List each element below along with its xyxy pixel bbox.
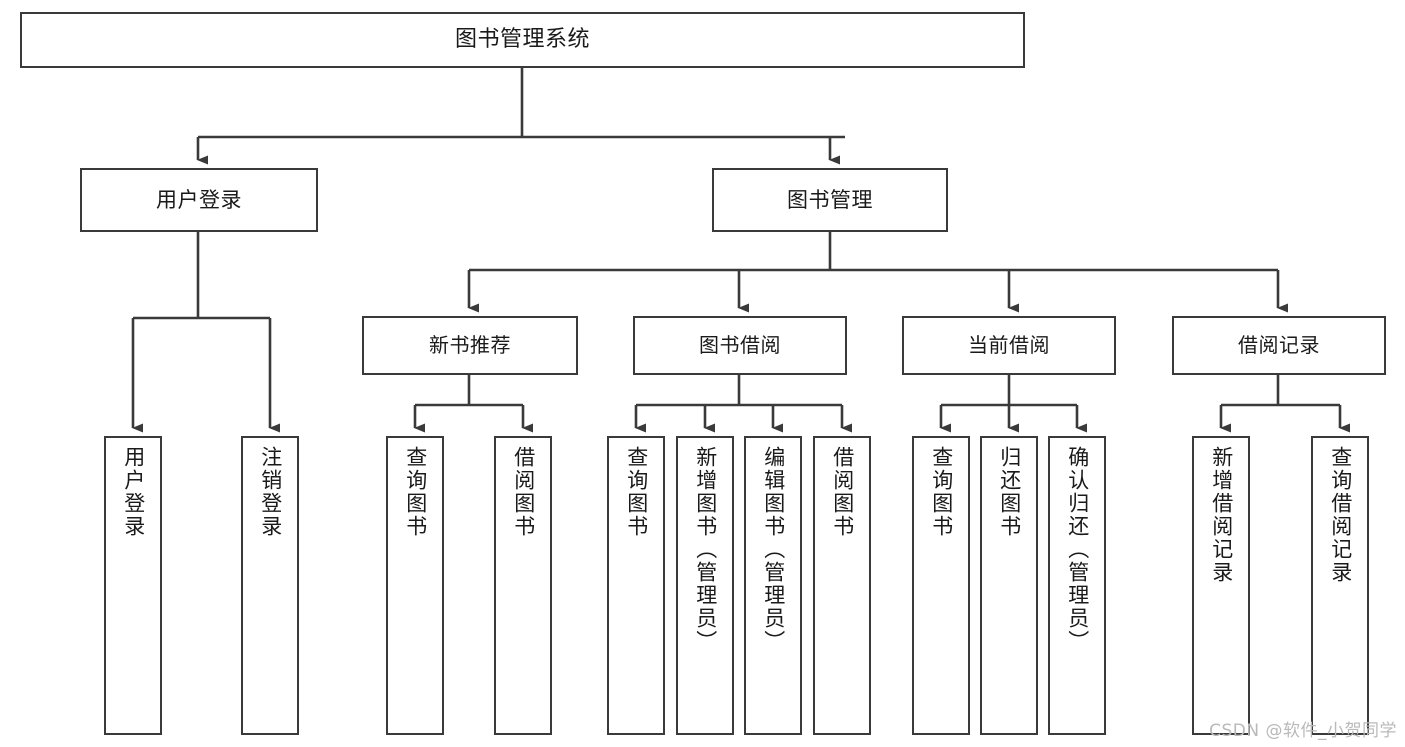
node-book-management-system[interactable]: 图书管理系统 [20, 12, 1025, 68]
node-label: 新增借阅记录 [1209, 446, 1234, 584]
node-user-login[interactable]: 用户登录 [80, 168, 318, 232]
node-label: 当前借阅 [968, 332, 1050, 357]
leaf-query-books-current[interactable]: 查询图书 [912, 436, 970, 735]
leaf-query-books-recommend[interactable]: 查询图书 [386, 436, 444, 735]
leaf-add-book-admin[interactable]: 新增图书（管理员） [676, 436, 734, 735]
node-new-book-recommendation[interactable]: 新书推荐 [362, 316, 578, 375]
node-label: 注销登录 [258, 446, 283, 538]
node-label: 借阅图书 [511, 446, 536, 538]
leaf-confirm-return-admin[interactable]: 确认归还（管理员） [1048, 436, 1106, 735]
leaf-borrow-books-recommend[interactable]: 借阅图书 [494, 436, 552, 735]
node-label: 确认归还（管理员） [1065, 446, 1090, 653]
leaf-edit-book-admin[interactable]: 编辑图书（管理员） [744, 436, 802, 735]
node-label: 查询图书 [624, 446, 649, 538]
node-label: 用户登录 [121, 446, 146, 538]
leaf-query-books-borrow[interactable]: 查询图书 [607, 436, 665, 735]
node-label: 查询借阅记录 [1328, 446, 1353, 584]
node-label: 新增图书（管理员） [693, 446, 718, 653]
node-label: 图书管理系统 [454, 27, 590, 53]
node-book-borrowing[interactable]: 图书借阅 [633, 316, 847, 375]
node-borrowing-records[interactable]: 借阅记录 [1172, 316, 1386, 375]
node-label: 归还图书 [997, 446, 1022, 538]
node-label: 借阅图书 [830, 446, 855, 538]
leaf-return-book[interactable]: 归还图书 [980, 436, 1038, 735]
node-label: 用户登录 [156, 187, 242, 212]
node-book-management[interactable]: 图书管理 [712, 168, 948, 232]
node-label: 图书借阅 [699, 332, 781, 357]
leaf-query-borrow-record[interactable]: 查询借阅记录 [1311, 436, 1369, 735]
node-label: 借阅记录 [1238, 332, 1320, 357]
leaf-user-login[interactable]: 用户登录 [104, 436, 162, 735]
leaf-add-borrow-record[interactable]: 新增借阅记录 [1192, 436, 1250, 735]
leaf-logout[interactable]: 注销登录 [241, 436, 299, 735]
node-label: 编辑图书（管理员） [761, 446, 786, 653]
node-label: 查询图书 [929, 446, 954, 538]
leaf-borrow-book[interactable]: 借阅图书 [813, 436, 871, 735]
node-label: 图书管理 [787, 187, 873, 212]
node-label: 新书推荐 [429, 332, 511, 357]
node-label: 查询图书 [403, 446, 428, 538]
node-current-borrowing[interactable]: 当前借阅 [902, 316, 1116, 375]
